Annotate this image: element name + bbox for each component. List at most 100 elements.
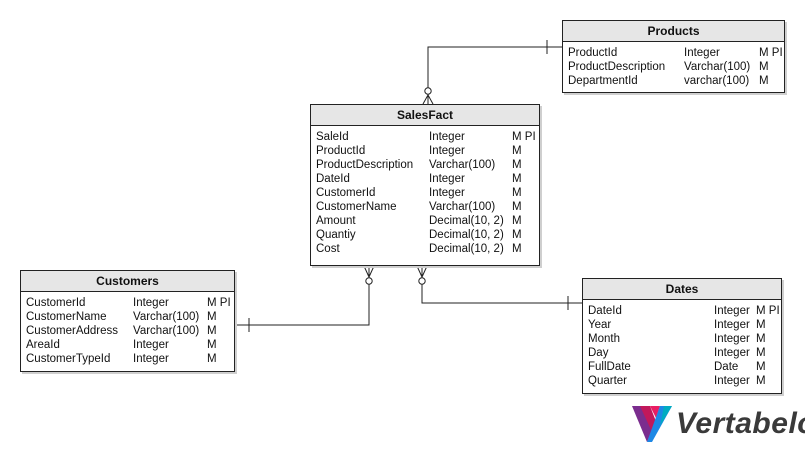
column-name: CustomerName [26,311,107,323]
column-flags: M [207,339,217,351]
column-type: Date [714,361,739,373]
column-flags: M [512,173,522,185]
column-flags: M [207,311,217,323]
entity-title: Customers [21,271,234,292]
column-name: Amount [316,215,356,227]
column-row[interactable]: FullDate Date M [588,360,777,374]
column-row[interactable]: ProductId Integer M [316,144,535,158]
vertabelo-logo: Vertabelo [630,402,805,446]
column-name: ProductId [316,145,366,157]
column-name: ProductDescription [568,61,666,73]
column-flags: M [759,75,769,87]
rel-customers-salesfact[interactable] [235,265,375,332]
column-row[interactable]: CustomerId Integer M PI [26,296,231,310]
column-name: CustomerTypeId [26,353,111,365]
column-name: CustomerAddress [26,325,119,337]
column-row[interactable]: Year Integer M [588,318,777,332]
column-flags: M [207,353,217,365]
column-type: Varchar(100) [684,61,751,73]
column-flags: M [512,159,522,171]
column-type: Integer [133,339,169,351]
column-row[interactable]: Month Integer M [588,332,777,346]
column-row[interactable]: Quantiy Decimal(10, 2) M [316,228,535,242]
column-type: Integer [429,145,465,157]
column-row[interactable]: DateId Integer M [316,172,535,186]
column-name: SaleId [316,131,349,143]
column-row[interactable]: CustomerAddress Varchar(100) M [26,324,230,338]
rel-products-salesfact[interactable] [422,40,562,105]
column-row[interactable]: CustomerTypeId Integer M [26,352,230,366]
rel-dates-salesfact[interactable] [416,265,582,310]
entity-title: SalesFact [311,105,539,126]
column-row[interactable]: ProductDescription Varchar(100) M [568,60,780,74]
column-flags: M [756,319,766,331]
column-name: Month [588,333,620,345]
column-flags: M [512,215,522,227]
column-name: FullDate [588,361,631,373]
column-flags: M [759,61,769,73]
column-flags: M [512,187,522,199]
vertabelo-wordmark: Vertabelo [676,407,805,440]
column-type: Integer [429,131,465,143]
column-name: CustomerName [316,201,397,213]
entity-columns: DateId Integer M PI Year Integer M Month… [583,300,781,392]
column-row[interactable]: CustomerName Varchar(100) M [316,200,535,214]
column-row[interactable]: AreaId Integer M [26,338,230,352]
column-name: DateId [588,305,622,317]
column-type: Decimal(10, 2) [429,229,504,241]
column-type: Integer [714,375,750,387]
column-type: Integer [684,47,720,59]
entity-customers[interactable]: Customers CustomerId Integer M PI Custom… [20,270,235,372]
column-name: DateId [316,173,350,185]
column-type: Decimal(10, 2) [429,215,504,227]
column-type: Integer [429,173,465,185]
column-type: Varchar(100) [429,201,496,213]
column-type: Integer [714,305,750,317]
column-name: AreaId [26,339,60,351]
column-name: Quantiy [316,229,356,241]
column-row[interactable]: DateId Integer M PI [588,304,780,318]
column-flags: M [512,243,522,255]
column-name: ProductId [568,47,618,59]
column-row[interactable]: CustomerName Varchar(100) M [26,310,230,324]
column-row[interactable]: SaleId Integer M PI [316,130,536,144]
entity-columns: CustomerId Integer M PI CustomerName Var… [21,292,234,370]
column-row[interactable]: Cost Decimal(10, 2) M [316,242,535,256]
column-name: Cost [316,243,340,255]
entity-title: Dates [583,279,781,300]
column-type: Integer [714,333,750,345]
column-flags: M [756,361,766,373]
column-type: Integer [429,187,465,199]
column-type: varchar(100) [684,75,750,87]
column-row[interactable]: Quarter Integer M [588,374,777,388]
column-name: ProductDescription [316,159,414,171]
column-type: Integer [133,297,169,309]
column-row[interactable]: DepartmentId varchar(100) M [568,74,780,88]
entity-products[interactable]: Products ProductId Integer M PI ProductD… [562,20,785,93]
column-flags: M PI [207,297,231,309]
column-row[interactable]: Amount Decimal(10, 2) M [316,214,535,228]
column-type: Varchar(100) [133,325,200,337]
entity-dates[interactable]: Dates DateId Integer M PI Year Integer M… [582,278,782,394]
column-name: Year [588,319,612,331]
column-flags: M [512,201,522,213]
column-flags: M [756,333,766,345]
column-row[interactable]: Day Integer M [588,346,777,360]
entity-columns: ProductId Integer M PI ProductDescriptio… [563,42,784,92]
column-row[interactable]: ProductId Integer M PI [568,46,783,60]
column-type: Varchar(100) [429,159,496,171]
column-name: CustomerId [316,187,376,199]
column-type: Integer [133,353,169,365]
column-type: Varchar(100) [133,311,200,323]
column-row[interactable]: ProductDescription Varchar(100) M [316,158,535,172]
entity-salesfact[interactable]: SalesFact SaleId Integer M PI ProductId … [310,104,540,266]
column-type: Integer [714,319,750,331]
column-flags: M [207,325,217,337]
column-type: Decimal(10, 2) [429,243,504,255]
column-flags: M PI [756,305,780,317]
column-name: Quarter [588,375,627,387]
column-flags: M [512,229,522,241]
column-row[interactable]: CustomerId Integer M [316,186,535,200]
entity-columns: SaleId Integer M PI ProductId Integer M … [311,126,539,260]
